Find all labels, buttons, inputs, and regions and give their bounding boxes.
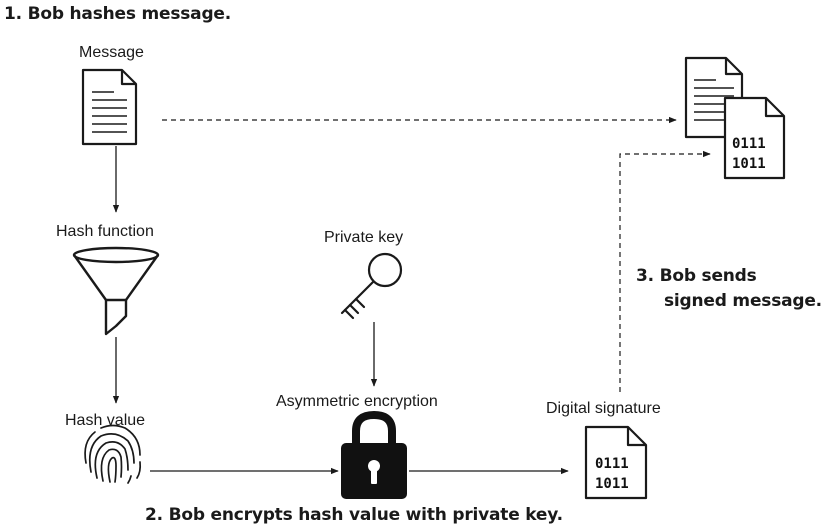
dashed-arrow-signature-to-signed [619, 150, 711, 392]
step-1-caption: 1. Bob hashes message. [4, 4, 232, 24]
hash-value-label: Hash value [65, 412, 146, 429]
digital-signature-label: Digital signature [546, 400, 661, 417]
lock-icon [341, 410, 407, 499]
hash-function-label: Hash function [56, 223, 154, 240]
step-2-caption: 2. Bob encrypts hash value with private … [145, 505, 563, 525]
asymmetric-encryption-label: Asymmetric encryption [276, 393, 438, 410]
private-key-label: Private key [324, 229, 404, 246]
message-document-icon [81, 68, 138, 146]
signed-binary-line-1: 0111 [732, 136, 766, 152]
signed-message-icon: 0111 1011 [684, 56, 786, 180]
signature-binary-line-2: 1011 [595, 476, 629, 492]
fingerprint-icon [84, 424, 142, 484]
step-3-caption-line-2: signed message. [664, 291, 822, 311]
signature-binary-line-1: 0111 [595, 456, 629, 472]
funnel-icon [72, 246, 160, 336]
message-label: Message [79, 44, 144, 61]
key-icon [340, 252, 403, 320]
digital-signature-icon: 0111 1011 [584, 425, 648, 500]
signed-binary-line-2: 1011 [732, 156, 766, 172]
step-3-caption-line-1: 3. Bob sends [636, 266, 757, 286]
